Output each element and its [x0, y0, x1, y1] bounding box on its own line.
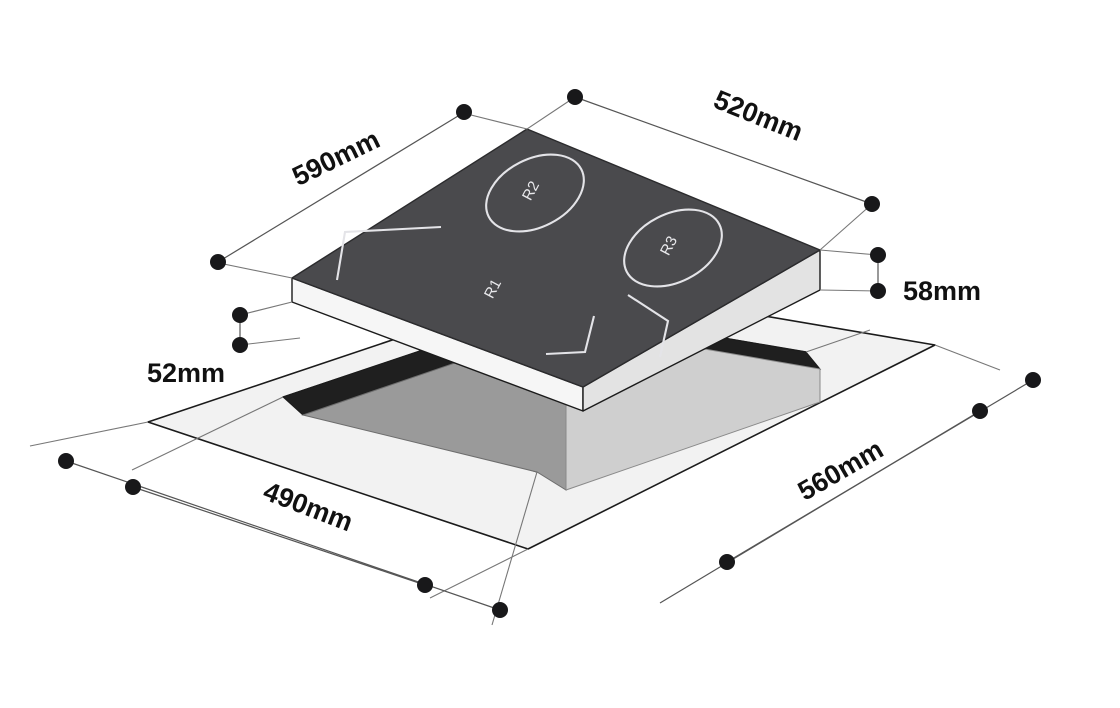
zone-r1-bracket-bottom-left	[545, 315, 596, 356]
dimension-52-group: 52mm	[147, 301, 301, 388]
dimension-dot	[125, 479, 141, 495]
dimension-dot	[417, 577, 433, 593]
dimension-dot	[870, 247, 886, 263]
dimension-dot	[870, 283, 886, 299]
dimension-58-group: 58mm	[819, 247, 981, 306]
zone-r1-bracket-top-left	[335, 225, 442, 281]
dimension-dot	[210, 254, 226, 270]
dimension-dot	[719, 554, 735, 570]
dimension-dot	[567, 89, 583, 105]
dimension-58-label: 58mm	[903, 276, 981, 306]
zone-r3-outline	[623, 208, 723, 288]
dimension-dot	[232, 307, 248, 323]
dimension-dot	[232, 337, 248, 353]
dimension-dot	[492, 602, 508, 618]
appliance-group	[291, 128, 821, 412]
dimension-52-label: 52mm	[147, 358, 225, 388]
zone-r2-outline	[485, 153, 585, 233]
dimension-dot	[456, 104, 472, 120]
dimension-560-label: 560mm	[793, 434, 889, 507]
dimension-520-label: 520mm	[710, 84, 808, 147]
dimension-590-label: 590mm	[288, 124, 385, 192]
dimension-dot	[972, 403, 988, 419]
dimension-dot	[1025, 372, 1041, 388]
dimension-dot	[864, 196, 880, 212]
dimension-dot	[58, 453, 74, 469]
zone-r1-bracket-bottom-right	[627, 294, 670, 358]
